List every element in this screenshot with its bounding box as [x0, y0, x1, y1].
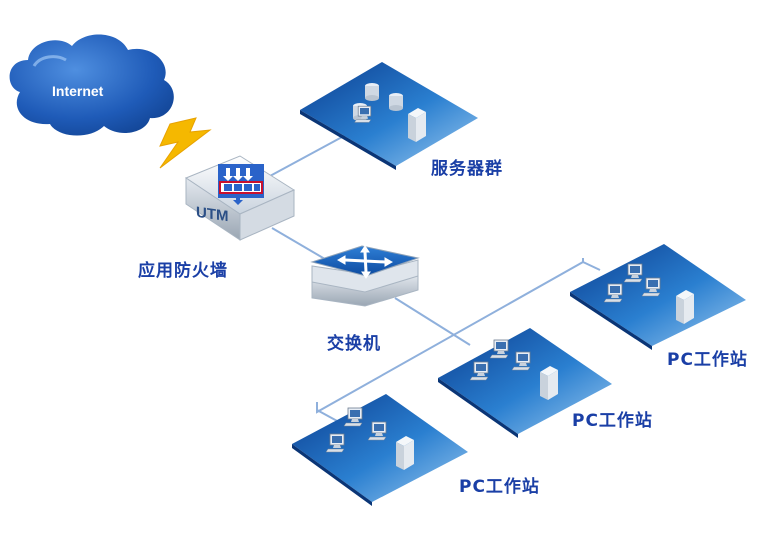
- pc-icon-group-right: [570, 244, 746, 350]
- switch-label: 交换机: [327, 334, 381, 354]
- firewall-icon: [184, 155, 296, 241]
- pc-workstation-label-right: PC工作站: [667, 350, 748, 370]
- links: [269, 129, 601, 429]
- pc-icon-group-bottom: [292, 394, 468, 506]
- server-group-label: 服务器群: [431, 159, 503, 179]
- link-utm-switch: [271, 227, 331, 263]
- firewall-label: 应用防火墙: [138, 261, 228, 281]
- lightning-icon: [159, 117, 212, 169]
- cloud-icon: [9, 34, 174, 136]
- switch-icon: [310, 245, 420, 307]
- internet-label: Internet: [52, 83, 104, 99]
- link-bus: [316, 258, 601, 414]
- server-icon: [300, 62, 478, 170]
- link-switch-middle: [394, 297, 471, 346]
- pc-workstation-label-bottom: PC工作站: [459, 477, 540, 497]
- pc-icon-group-middle: [438, 328, 612, 438]
- pc-workstation-label-middle: PC工作站: [572, 411, 653, 431]
